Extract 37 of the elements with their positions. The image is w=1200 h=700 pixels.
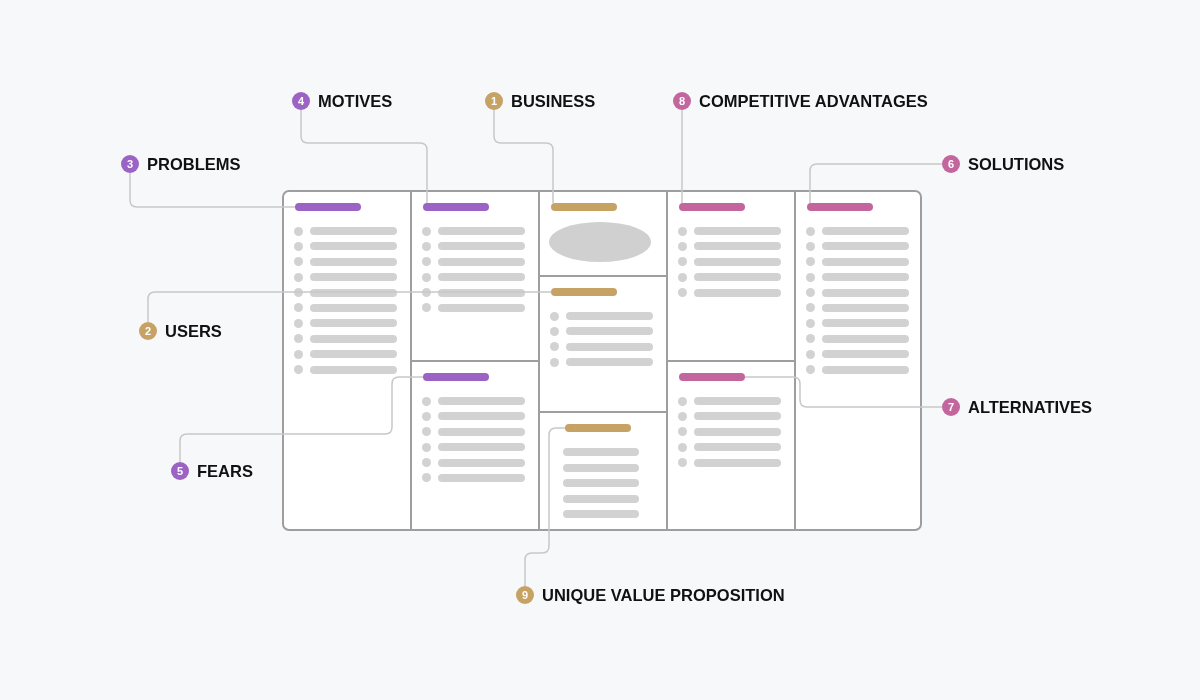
section-heading-bar <box>423 373 489 381</box>
leader-line <box>809 163 943 204</box>
section-heading-bar <box>295 203 361 211</box>
callout-number: 8 <box>673 92 691 110</box>
leader-line <box>179 376 424 463</box>
callout-number: 4 <box>292 92 310 110</box>
section-heading-bar <box>551 203 617 211</box>
leader-line <box>147 291 552 323</box>
leader-line <box>493 109 554 204</box>
callout-label: SOLUTIONS <box>968 155 1065 173</box>
callout-label: USERS <box>165 322 222 340</box>
canvas-frame <box>282 190 922 531</box>
section-heading-bar <box>679 203 745 211</box>
callout-label: ALTERNATIVES <box>968 398 1093 416</box>
callout-number: 3 <box>121 155 139 173</box>
callout-label: COMPETITIVE ADVANTAGES <box>699 92 928 110</box>
leader-line <box>129 172 296 208</box>
leader-line <box>681 109 683 204</box>
callout-number: 7 <box>942 398 960 416</box>
callout-label: MOTIVES <box>318 92 393 110</box>
leader-line <box>744 376 943 408</box>
callout-label: FEARS <box>197 462 253 480</box>
section-heading-bar <box>565 424 631 432</box>
callout-label: UNIQUE VALUE PROPOSITION <box>542 586 785 604</box>
section-heading-bar <box>423 203 489 211</box>
callout-number: 9 <box>516 586 534 604</box>
callout-number: 1 <box>485 92 503 110</box>
callout-number: 2 <box>139 322 157 340</box>
callout-number: 5 <box>171 462 189 480</box>
callout-label: BUSINESS <box>511 92 596 110</box>
section-heading-bar <box>679 373 745 381</box>
callout-number: 6 <box>942 155 960 173</box>
leader-line <box>300 109 428 204</box>
callout-label: PROBLEMS <box>147 155 241 173</box>
section-heading-bar <box>551 288 617 296</box>
section-heading-bar <box>807 203 873 211</box>
leader-line <box>524 427 566 587</box>
